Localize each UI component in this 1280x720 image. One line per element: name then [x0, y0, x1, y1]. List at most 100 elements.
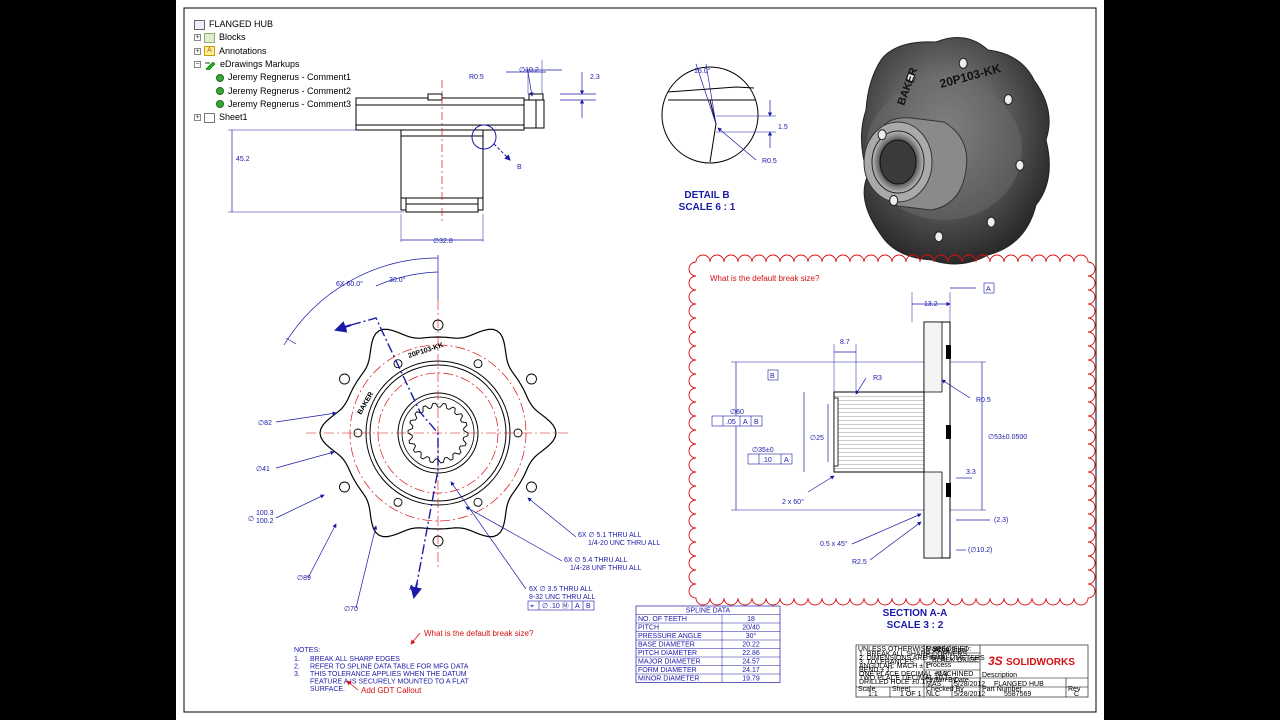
tree-item-markups[interactable]: − eDrawings Markups	[194, 58, 374, 71]
expand-icon[interactable]: +	[194, 34, 201, 42]
tb-drawn-date: 5/28/2012	[954, 681, 985, 688]
dim-height-45-2: 45.2	[236, 156, 250, 163]
dim-d82: ∅82	[258, 420, 272, 427]
hole-3-fcf: ⌖ ∅ .10 Ⓜ A B	[527, 600, 595, 611]
tol-line: DRILLED HOLE ±0.1	[859, 679, 925, 686]
tol-line: 1. BREAK ALL SHARP CORNERS	[859, 651, 967, 658]
tree-item-sheet1[interactable]: + Sheet1	[194, 111, 374, 124]
tb-lbl-part: Part Number	[982, 686, 1022, 693]
tol-line: BEND ± 1°	[859, 666, 893, 674]
tree-item-comment1[interactable]: Jeremy Regnerus - Comment1	[216, 71, 374, 84]
tb-title: FLANGED HUB	[994, 681, 1044, 688]
sec-d13-2: 13.2	[924, 301, 938, 308]
svg-text:SOLIDWORKS: SOLIDWORKS	[1006, 657, 1075, 668]
note-number: 3.	[294, 671, 300, 678]
spline-row-value: 19.79	[742, 676, 760, 683]
spline-row-label: MINOR DIAMETER	[638, 676, 699, 683]
tb-sheet: 1 OF 1	[900, 691, 922, 698]
tree-item-comment3[interactable]: Jeremy Regnerus - Comment3	[216, 98, 374, 111]
collapse-icon[interactable]: −	[194, 61, 201, 69]
section-a-a-view	[731, 287, 990, 561]
section-a-callout-top: A	[342, 325, 347, 332]
svg-text:B: B	[754, 419, 759, 426]
note-text: FEATURE A IS SECURELY MOUNTED TO A FLAT	[310, 679, 469, 686]
gdt-markup: Add GDT Callout	[361, 686, 422, 695]
drawing-icon	[194, 19, 205, 30]
notes-markup-question: What is the default break size?	[424, 629, 534, 638]
sec-d35: ∅35±0	[752, 447, 774, 454]
svg-text:.05: .05	[726, 419, 736, 426]
detail-b-callout: B	[517, 164, 522, 171]
sec-d2-3: (2.3)	[994, 517, 1008, 524]
tree-root[interactable]: FLANGED HUB	[194, 18, 374, 31]
sec-chamfer: 0.5 x 45°	[820, 540, 848, 548]
tb-rev: C	[1074, 691, 1079, 698]
comment-icon	[216, 87, 224, 96]
sec-d25: ∅25	[810, 435, 824, 442]
expand-icon[interactable]: +	[194, 47, 201, 55]
sheet-border	[183, 7, 1097, 713]
tree-root-label: FLANGED HUB	[209, 19, 274, 30]
tb-tol-header: UNLESS OTHERWISE SPECIFIED:	[858, 646, 971, 653]
section-markup-cloud	[688, 254, 1096, 606]
bolt-hole	[526, 373, 537, 385]
hole-callout-2a: 6X ∅ 5.4 THRU ALL	[564, 557, 628, 564]
spline-row-value: 30°	[746, 632, 757, 640]
tree-item-comment2[interactable]: Jeremy Regnerus - Comment2	[216, 84, 374, 97]
tree-item-blocks[interactable]: + Blocks	[194, 31, 374, 44]
spline-row-label: PITCH	[638, 625, 659, 632]
spline-table-title: SPLINE DATA	[686, 608, 731, 615]
iso-hole	[906, 72, 916, 84]
sec-fcf-60: .05 A B	[711, 415, 763, 427]
note-number: 1.	[294, 656, 300, 663]
svg-text:.10: .10	[762, 457, 772, 464]
tb-checked-date: 5/28/2012	[954, 691, 985, 698]
svg-text:A: A	[986, 286, 991, 293]
tb-lbl-sheet: Sheet	[892, 686, 910, 693]
sec-d60: ∅60	[730, 409, 744, 416]
spline-row-value: 20/40	[742, 625, 760, 632]
bolt-hole	[526, 481, 537, 493]
spline-row-label: BASE DIAMETER	[638, 642, 695, 649]
drawing-canvas: 20P103-KK BAKER	[183, 7, 1097, 713]
sec-r3: R3	[873, 375, 882, 382]
drawing-sheet: 20P103-KK BAKER	[176, 0, 1104, 720]
hole-callout-2b: 1/4-28 UNF THRU ALL	[570, 565, 642, 572]
dim-30: 30.0°	[389, 276, 406, 284]
tb-lbl-scale: Scale	[858, 686, 876, 693]
title-block	[855, 644, 1089, 698]
svg-text:⌖: ⌖	[530, 603, 534, 610]
detail-b-scale: SCALE 6 : 1	[679, 202, 736, 213]
svg-text:B: B	[770, 373, 775, 380]
expand-icon[interactable]: +	[194, 114, 201, 122]
annotations-icon: A	[204, 46, 215, 57]
top-dimensions	[228, 60, 596, 242]
bolt-hole	[339, 481, 350, 493]
tree-item-label: Blocks	[219, 32, 246, 43]
dim-top-r05: R0.5	[469, 74, 484, 81]
spline-row-value: 22.86	[742, 650, 760, 657]
sec-r2-5: R2.5	[852, 559, 867, 566]
spline-row-value: 24.57	[742, 659, 760, 666]
dim-d41: ∅41	[256, 466, 270, 473]
tb-lbl-material: Material	[926, 646, 951, 653]
bolt-hole	[473, 497, 483, 507]
sec-datum-a: A	[983, 282, 995, 294]
spline-row-label: FORM DIAMETER	[638, 667, 697, 674]
detail-angle: 15.0°	[694, 67, 711, 75]
dim-d100-3: 100.3	[256, 510, 274, 517]
hole-callout-1a: 6X ∅ 5.1 THRU ALL	[578, 532, 642, 539]
dim-6x-60: 6X 60.0°	[336, 280, 363, 288]
tree-item-label: Sheet1	[219, 112, 248, 123]
tree-item-label: Annotations	[219, 45, 267, 56]
detail-r05: R0.5	[762, 158, 777, 165]
tb-drawn-by: MAS	[926, 681, 942, 688]
dim-top-d102: ∅10.2	[519, 67, 539, 74]
tb-lbl-drawn: Drawn By	[926, 677, 957, 684]
iso-hole	[1015, 159, 1025, 171]
tree-item-annotations[interactable]: + A Annotations	[194, 45, 374, 58]
tol-line: TWO PLACE DECIMAL ±0.1	[859, 675, 949, 682]
section-a-callout-bottom: A	[409, 585, 414, 592]
